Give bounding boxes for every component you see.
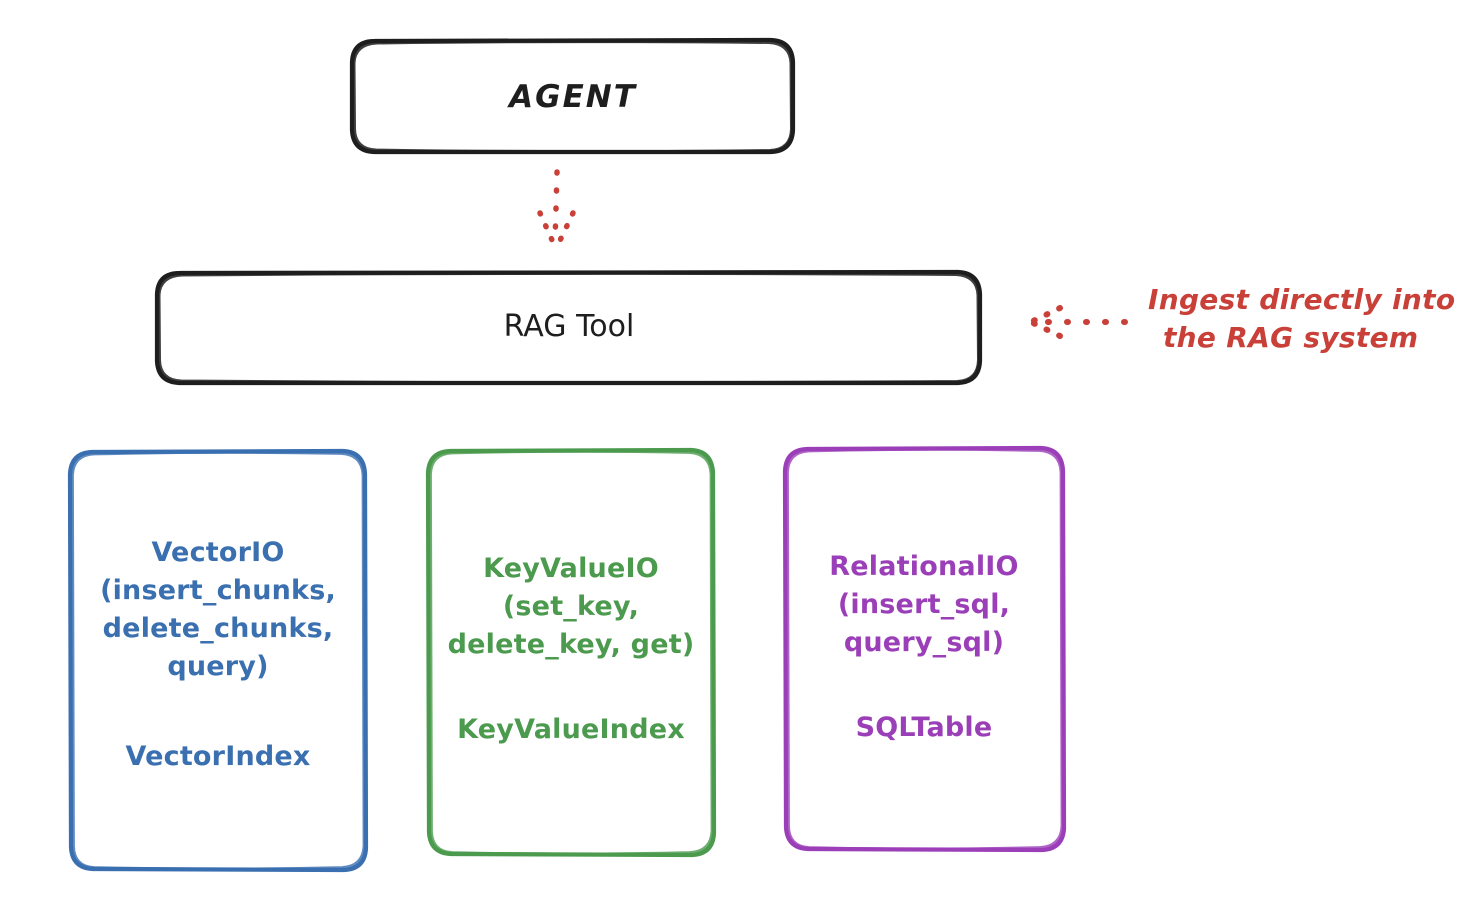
sql-table-label: SQLTable bbox=[855, 712, 993, 743]
ingest-annotation-line-2: the RAG system bbox=[1163, 321, 1419, 354]
relational-io-method-1: (insert_sql, bbox=[837, 589, 1011, 620]
keyvalue-io-node[interactable] bbox=[425, 447, 717, 858]
rag-tool-node[interactable] bbox=[154, 269, 983, 386]
keyvalue-io-method-1: (set_key, bbox=[502, 591, 640, 622]
vector-io-method-3: query) bbox=[167, 651, 269, 682]
ingest-arrow bbox=[1028, 305, 1128, 339]
agent-node[interactable] bbox=[349, 37, 796, 155]
vector-io-method-1: (insert_chunks, bbox=[100, 575, 336, 606]
vector-io-title: VectorIO bbox=[151, 537, 285, 568]
relational-io-title: RelationalIO bbox=[829, 551, 1019, 582]
keyvalue-index-label: KeyValueIndex bbox=[457, 714, 685, 745]
keyvalue-io-method-2: delete_key, get) bbox=[447, 629, 695, 660]
vector-io-method-2: delete_chunks, bbox=[102, 613, 334, 644]
vector-io-node[interactable] bbox=[67, 448, 369, 873]
keyvalue-io-title: KeyValueIO bbox=[483, 553, 659, 584]
agent-label: AGENT bbox=[509, 79, 637, 115]
relational-io-node[interactable] bbox=[782, 445, 1067, 853]
relational-io-method-2: query_sql) bbox=[843, 627, 1005, 658]
agent-to-rag-arrow bbox=[537, 169, 576, 252]
ingest-annotation-line-1: Ingest directly into bbox=[1148, 283, 1456, 316]
vector-index-label: VectorIndex bbox=[125, 741, 311, 772]
rag-tool-label: RAG Tool bbox=[503, 309, 635, 344]
